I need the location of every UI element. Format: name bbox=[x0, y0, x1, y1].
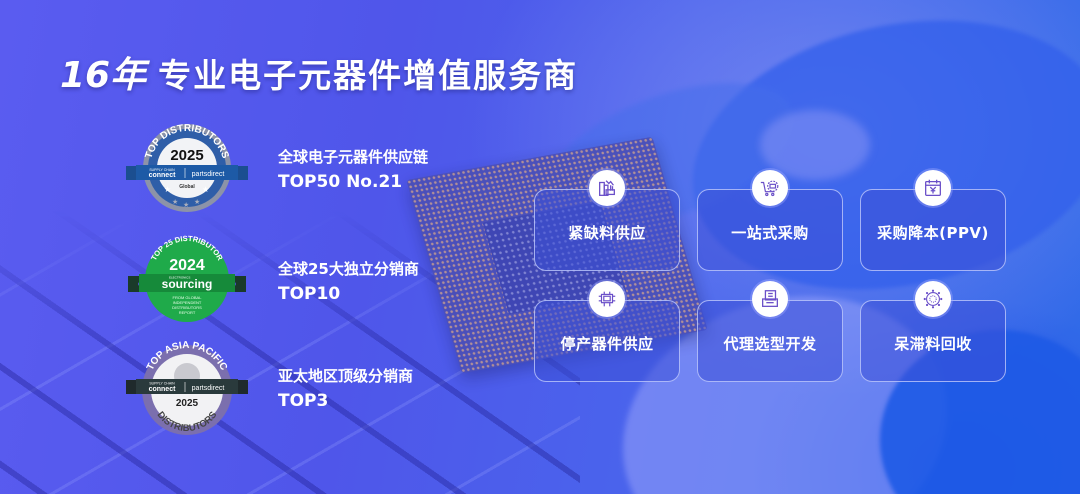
service-label: 代理选型开发 bbox=[723, 334, 817, 353]
calendar-yen-icon bbox=[915, 170, 951, 206]
svg-text:SUPPLY CHAIN: SUPPLY CHAIN bbox=[149, 168, 175, 172]
svg-text:Global: Global bbox=[179, 184, 195, 190]
svg-text:partsdirect: partsdirect bbox=[192, 171, 225, 178]
award-1-title: 全球电子元器件供应链 bbox=[278, 148, 429, 166]
svg-text:sourcing: sourcing bbox=[162, 277, 213, 291]
award-text-1: 全球电子元器件供应链 TOP50 No.21 bbox=[278, 146, 428, 196]
svg-text:connect: connect bbox=[149, 172, 177, 179]
svg-text:ELECTRONICS: ELECTRONICS bbox=[169, 276, 190, 280]
service-label: 呆滞料回收 bbox=[894, 334, 972, 353]
service-card-excess-inventory-recycle[interactable]: 呆滞料回收 bbox=[860, 281, 1006, 382]
service-label: 采购降本(PPV) bbox=[877, 223, 989, 242]
svg-text:★: ★ bbox=[172, 198, 178, 206]
award-top-asia-pacific-2025: TOP ASIA PACIFIC SUPPLY CHAIN connect pa… bbox=[122, 338, 252, 438]
award-3-rank: TOP3 bbox=[278, 391, 329, 411]
svg-text:★: ★ bbox=[164, 185, 171, 194]
award-1-rank: TOP50 No.21 bbox=[278, 172, 403, 192]
service-card-agency-selection-dev[interactable]: 代理选型开发 bbox=[697, 281, 843, 382]
cart-gear-icon bbox=[752, 170, 788, 206]
svg-text:2025: 2025 bbox=[170, 147, 203, 164]
service-card-cost-reduction-ppv[interactable]: 采购降本(PPV) bbox=[860, 170, 1006, 271]
glove-highlight bbox=[760, 110, 870, 180]
svg-text:DISTRIBUTORS: DISTRIBUTORS bbox=[172, 305, 202, 310]
svg-text:INDEPENDENT: INDEPENDENT bbox=[173, 300, 202, 305]
award-3-title: 亚太地区顶级分销商 bbox=[278, 367, 414, 385]
page-title: 16年专业电子元器件增值服务商 bbox=[60, 46, 578, 98]
chip-board-icon bbox=[589, 281, 625, 317]
svg-text:FROM GLOBAL: FROM GLOBAL bbox=[173, 295, 203, 300]
award-2-title: 全球25大独立分销商 bbox=[278, 260, 419, 278]
service-card-shortage-supply[interactable]: 紧缺料供应 bbox=[534, 170, 680, 271]
sourcing-badge-icon: TOP 25 DISTRIBUTOR 2024 ELECTRONICS sour… bbox=[128, 234, 246, 322]
service-label: 停产器件供应 bbox=[560, 334, 654, 353]
shortage-supply-icon bbox=[589, 170, 625, 206]
svg-text:★: ★ bbox=[183, 201, 189, 209]
award-top-distributors-2025: TOP DISTRIBUTORS 2025 SUPPLY CHAIN conne… bbox=[122, 116, 252, 216]
svg-text:★: ★ bbox=[194, 198, 200, 206]
top-distributors-badge-icon: TOP DISTRIBUTORS 2025 SUPPLY CHAIN conne… bbox=[126, 123, 248, 212]
top-asia-pacific-badge-icon: TOP ASIA PACIFIC SUPPLY CHAIN connect pa… bbox=[126, 340, 248, 435]
document-tray-icon bbox=[752, 281, 788, 317]
service-label: 紧缺料供应 bbox=[568, 223, 646, 242]
award-text-2: 全球25大独立分销商 TOP10 bbox=[278, 258, 419, 308]
svg-text:REPORT: REPORT bbox=[179, 310, 196, 315]
award-text-3: 亚太地区顶级分销商 TOP3 bbox=[278, 365, 413, 415]
svg-text:partsdirect: partsdirect bbox=[192, 385, 225, 392]
svg-text:SUPPLY CHAIN: SUPPLY CHAIN bbox=[149, 382, 175, 386]
years-label: 16年 bbox=[60, 55, 147, 96]
svg-text:2025: 2025 bbox=[176, 398, 199, 409]
svg-text:★: ★ bbox=[202, 185, 209, 194]
award-top25-distributor-2024: TOP 25 DISTRIBUTOR 2024 ELECTRONICS sour… bbox=[122, 230, 252, 330]
recycle-circle-icon bbox=[915, 281, 951, 317]
service-card-one-stop-purchase[interactable]: 一站式采购 bbox=[697, 170, 843, 271]
award-2-rank: TOP10 bbox=[278, 284, 341, 304]
svg-text:connect: connect bbox=[149, 386, 177, 393]
title-text: 专业电子元器件增值服务商 bbox=[158, 56, 579, 95]
service-card-eol-parts-supply[interactable]: 停产器件供应 bbox=[534, 281, 680, 382]
svg-text:2024: 2024 bbox=[169, 257, 205, 274]
service-label: 一站式采购 bbox=[731, 223, 809, 242]
